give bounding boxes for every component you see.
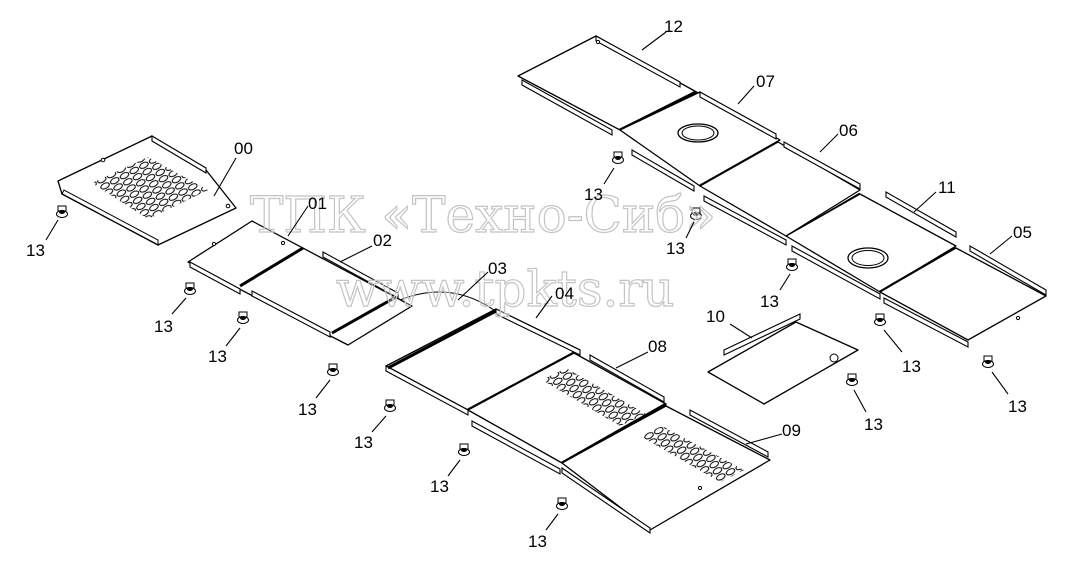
label-bolt-13: 13 — [430, 477, 449, 496]
label-part-01: 01 — [308, 194, 327, 213]
watermark: ТПК «Техно-Сиб» www.tpkts.ru — [249, 185, 716, 318]
label-part-00: 00 — [234, 139, 253, 158]
label-part-05: 05 — [1013, 223, 1032, 242]
label-bolt-13: 13 — [902, 357, 921, 376]
part-05-plate — [879, 245, 1047, 348]
label-bolt-13: 13 — [584, 185, 603, 204]
label-bolt-13: 13 — [666, 239, 685, 258]
label-part-03: 03 — [488, 259, 507, 278]
label-part-07: 07 — [756, 72, 775, 91]
label-part-10: 10 — [706, 307, 725, 326]
label-bolt-13: 13 — [154, 317, 173, 336]
label-bolt-13: 13 — [528, 532, 547, 551]
label-part-04: 04 — [555, 284, 574, 303]
label-bolt-13: 13 — [864, 415, 883, 434]
part-00-plate — [57, 135, 237, 246]
part-09-plate — [561, 405, 771, 535]
watermark-line2: www.tpkts.ru — [336, 260, 675, 318]
part-11-plate — [785, 191, 957, 300]
part-12-plate — [517, 35, 701, 136]
label-part-06: 06 — [839, 121, 858, 140]
part-labels: 00 01 02 03 04 05 06 07 08 09 10 11 12 1… — [26, 17, 1032, 551]
leader-lines — [45, 31, 1013, 531]
label-part-11: 11 — [938, 178, 956, 197]
label-bolt-13: 13 — [26, 241, 45, 260]
watermark-line1: ТПК «Техно-Сиб» — [250, 186, 716, 244]
label-part-08: 08 — [648, 337, 667, 356]
label-bolt-13: 13 — [208, 347, 227, 366]
label-bolt-13: 13 — [1008, 397, 1027, 416]
label-bolt-13: 13 — [354, 433, 373, 452]
label-part-09: 09 — [782, 421, 801, 440]
part-10-plate — [707, 313, 859, 405]
part-08-plate — [467, 352, 667, 475]
label-part-02: 02 — [373, 231, 392, 250]
label-bolt-13: 13 — [760, 292, 779, 311]
label-bolt-13: 13 — [298, 400, 317, 419]
label-part-12: 12 — [664, 17, 683, 36]
part-06-plate — [699, 141, 861, 246]
part-01-02-plates — [187, 220, 413, 346]
